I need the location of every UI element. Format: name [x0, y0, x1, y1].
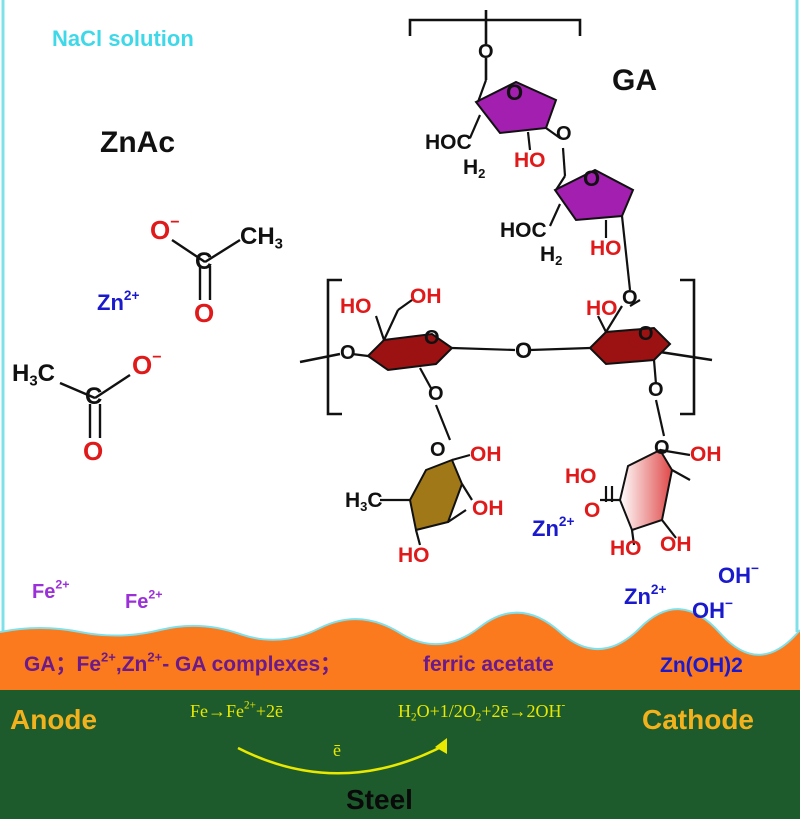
anode-reaction: Fe→Fe2++2ē — [190, 699, 284, 721]
zinc-acetate-bonds — [59, 238, 241, 438]
ga-ring6-oh-2: OH — [660, 533, 692, 556]
steel-substrate — [0, 690, 800, 819]
ring-5-bonds — [380, 453, 473, 546]
ga-link-oxygen-2: O — [622, 287, 638, 309]
ga-ring1-h2: H2 — [463, 156, 486, 181]
electron-label: ē — [333, 740, 341, 760]
ga-ring2-h2: H2 — [540, 243, 563, 268]
ga-ring2-hoc: HOC — [500, 219, 547, 242]
electron-arrow — [237, 743, 446, 775]
ring-2-bonds — [548, 175, 632, 291]
cathode-reaction: H2O+1/2O2+2ē→2OH- — [398, 699, 566, 724]
ga-ring4-ho: HO — [586, 297, 618, 320]
ga-ring2-oxygen: O — [583, 166, 601, 191]
ring-1-bonds — [468, 79, 567, 177]
ga-ring3-oh: OH — [410, 285, 442, 308]
cathode-label: Cathode — [642, 704, 754, 735]
ga-link-oxygen-1: O — [556, 123, 572, 145]
ring-2 — [553, 168, 635, 222]
ga-ring4-link-oxygen: O — [648, 379, 664, 401]
acetate-bottom-carbon: C — [85, 383, 103, 410]
ga-ring6-carboxyl-ho: HO — [565, 465, 597, 488]
ga-ring5-oh-1: OH — [470, 443, 502, 466]
ring-1 — [474, 80, 558, 135]
ring-6-bonds — [600, 448, 691, 546]
solution-label: NaCl solution — [52, 26, 194, 51]
solution-container — [1, 0, 799, 632]
zinc-ion-2: Zn2+ — [624, 581, 667, 609]
acetate-bottom-methyl: H3C — [12, 360, 55, 390]
ga-ring1-hoc: HOC — [425, 131, 472, 154]
acetate-zinc-ion: Zn2+ — [97, 287, 140, 315]
ga-ring3-link-oxygen: O — [428, 383, 444, 405]
anode-label: Anode — [10, 704, 98, 735]
ga-ring3-oxygen: O — [424, 327, 440, 349]
film-layer-zinc-hydroxide: Zn(OH)2 — [660, 654, 743, 677]
acetate-top-carbon: C — [195, 248, 213, 275]
ga-ring5-oxygen: O — [430, 439, 446, 461]
film-wave-edge — [0, 608, 800, 656]
ga-ring5-ho: HO — [398, 544, 430, 567]
ga-main-bracket — [299, 278, 713, 416]
ring-3-bonds — [351, 299, 591, 441]
ga-oxygen-top: O — [478, 41, 494, 63]
acetate-bottom-carbonyl-oxygen: O — [83, 436, 104, 466]
ga-ring5-oh-2: OH — [472, 497, 504, 520]
zinc-acetate-title: ZnAc — [100, 126, 175, 159]
acetate-top-methyl: CH3 — [240, 223, 283, 253]
ga-chain-oxygen-left: O — [340, 342, 356, 364]
ga-ring6-oh-1: OH — [690, 443, 722, 466]
iron-ion-1: Fe2+ — [32, 577, 70, 603]
iron-ion-2: Fe2+ — [125, 587, 163, 613]
ring-6 — [618, 448, 674, 532]
ga-ring4-oxygen: O — [638, 323, 654, 345]
hydroxide-ion-1: OH− — [718, 560, 759, 588]
acetate-top-carbonyl-oxygen: O — [194, 298, 215, 328]
ring-4-bonds — [597, 299, 666, 437]
acetate-top-oxygen: O− — [150, 212, 180, 245]
ga-ring3-ho: HO — [340, 295, 372, 318]
ga-ring1-oxygen: O — [506, 80, 524, 105]
ga-top-bracket — [408, 10, 582, 80]
film-layer-ferric-acetate: ferric acetate — [423, 653, 554, 676]
ga-bridge-oxygen: O — [515, 338, 533, 363]
ga-ring5-methyl: H3C — [345, 489, 383, 514]
hydroxide-ion-2: OH− — [692, 595, 733, 623]
zinc-ion-1: Zn2+ — [532, 513, 575, 541]
ga-ring2-ho: HO — [590, 237, 622, 260]
film-layer-components: GA；Fe2+,Zn2+- GA complexes； — [24, 649, 342, 676]
ga-title: GA — [612, 64, 657, 97]
ga-ring1-ho: HO — [514, 149, 546, 172]
steel-label: Steel — [346, 784, 413, 815]
film-layer — [0, 609, 800, 690]
acetate-bottom-oxygen: O− — [132, 347, 162, 380]
electron-arrowhead — [435, 738, 447, 754]
ga-ring6-carboxyl-oxygen: O — [584, 499, 601, 522]
ga-ring6-oxygen: O — [654, 437, 670, 459]
ga-ring6-ho: HO — [610, 537, 642, 560]
ring-5 — [408, 458, 464, 532]
ring-4 — [588, 326, 672, 366]
